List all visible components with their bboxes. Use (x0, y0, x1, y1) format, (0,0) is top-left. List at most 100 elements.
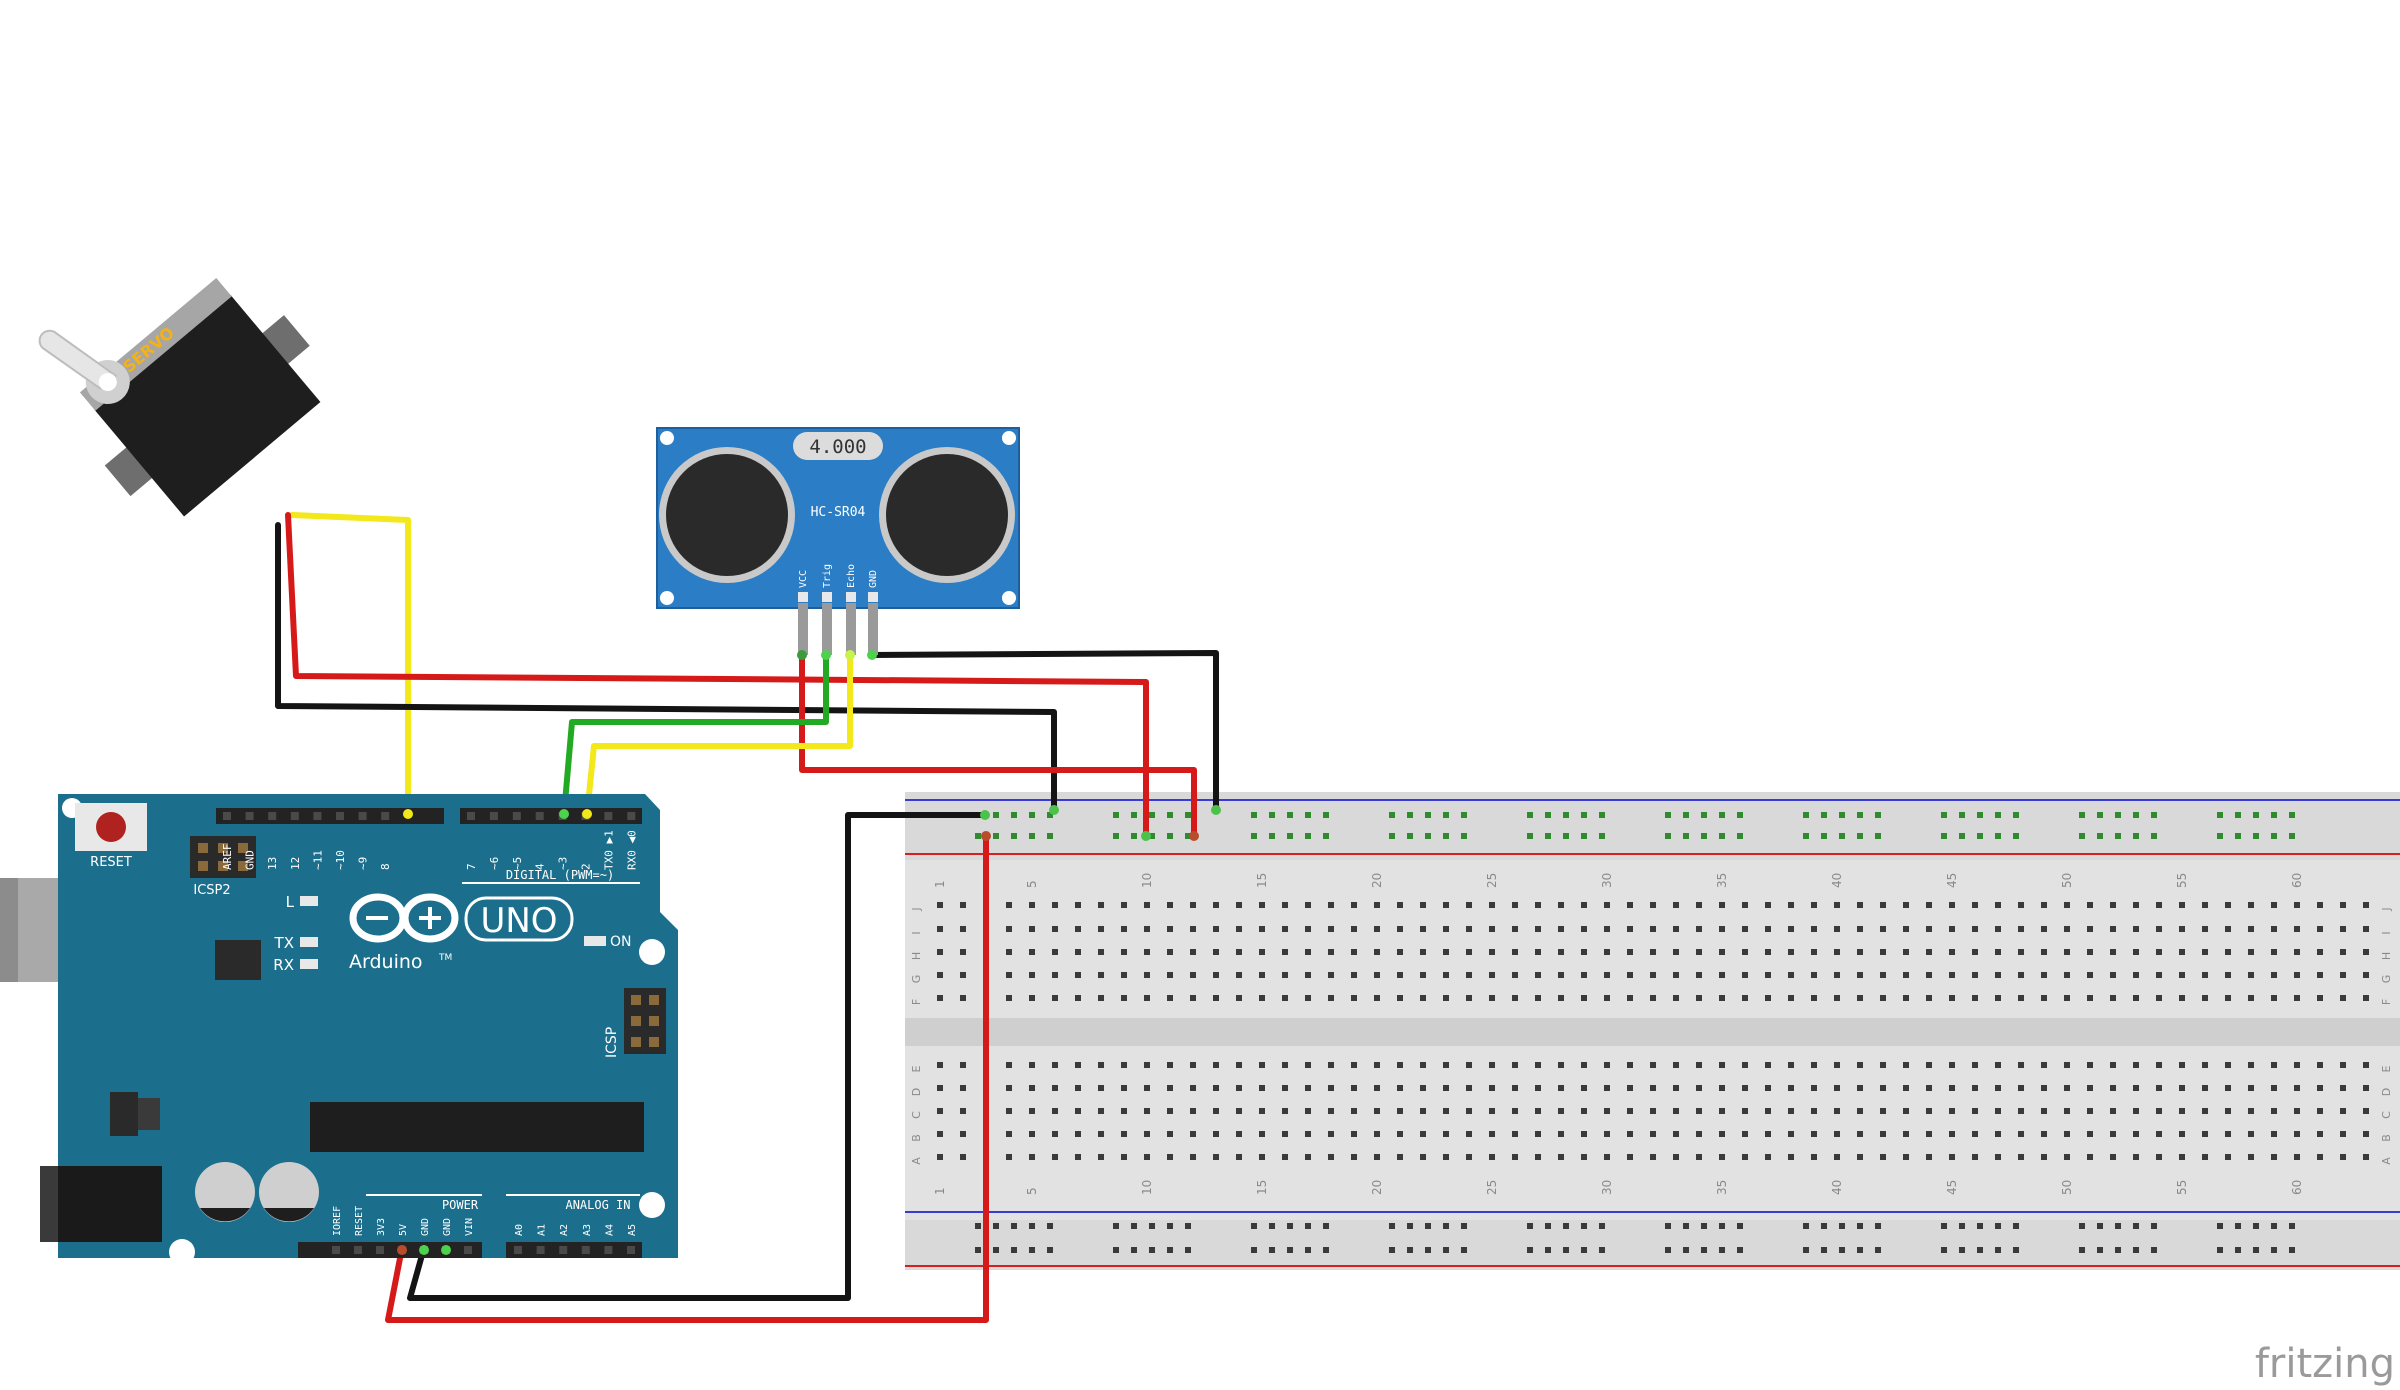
breadboard-hole (1190, 995, 1196, 1001)
breadboard-hole (1972, 1154, 1978, 1160)
row-letter: E (2380, 1065, 2393, 1072)
rail-hole (2217, 833, 2223, 839)
breadboard-hole (1811, 1085, 1817, 1091)
rail-hole (1113, 1223, 1119, 1229)
digital-pin-label: ~11 (311, 850, 324, 870)
breadboard-hole (1535, 1131, 1541, 1137)
column-number: 60 (2290, 873, 2304, 888)
breadboard-hole (1949, 1131, 1955, 1137)
rail-hole (1683, 812, 1689, 818)
rail-hole (1461, 1223, 1467, 1229)
rail-hole (1029, 1223, 1035, 1229)
rail-hole (1323, 833, 1329, 839)
column-number: 1 (933, 880, 947, 888)
breadboard-hole (1236, 1108, 1242, 1114)
breadboard-hole (1236, 949, 1242, 955)
breadboard-hole (1006, 1131, 1012, 1137)
breadboard-hole (1167, 949, 1173, 955)
breadboard-hole (2156, 949, 2162, 955)
breadboard-hole (1995, 995, 2001, 1001)
rail-hole (1959, 812, 1965, 818)
breadboard-hole (1995, 1131, 2001, 1137)
rail-hole (2217, 1223, 2223, 1229)
breadboard-hole (1489, 926, 1495, 932)
breadboard-hole (1788, 1131, 1794, 1137)
analog-pin (604, 1246, 613, 1254)
breadboard-hole (1604, 1085, 1610, 1091)
breadboard-hole (1420, 949, 1426, 955)
breadboard-hole (2087, 949, 2093, 955)
pin-label-gnd: GND (868, 570, 879, 588)
breadboard-hole (1466, 926, 1472, 932)
breadboard-hole (960, 995, 966, 1001)
breadboard-hole (2317, 995, 2323, 1001)
breadboard-hole (2294, 926, 2300, 932)
breadboard-hole (2363, 972, 2369, 978)
breadboard-hole (1236, 972, 1242, 978)
breadboard-hole (1374, 949, 1380, 955)
breadboard-hole (1259, 949, 1265, 955)
breadboard-hole (1489, 1154, 1495, 1160)
breadboard-hole (1604, 1131, 1610, 1137)
rail-hole (1737, 1223, 1743, 1229)
breadboard-hole (1144, 1062, 1150, 1068)
breadboard-hole (1926, 995, 1932, 1001)
breadboard-hole (2340, 1154, 2346, 1160)
breadboard-hole (1719, 1131, 1725, 1137)
breadboard-hole (1949, 1062, 1955, 1068)
rail-hole (2151, 1247, 2157, 1253)
breadboard-hole (1765, 1062, 1771, 1068)
breadboard-hole (1351, 1062, 1357, 1068)
breadboard-hole (1305, 995, 1311, 1001)
breadboard-hole (1558, 1085, 1564, 1091)
breadboard-hole (1811, 902, 1817, 908)
breadboard-hole (1765, 1131, 1771, 1137)
breadboard-hole (2018, 902, 2024, 908)
row-letter: I (910, 931, 923, 934)
breadboard-hole (1972, 1131, 1978, 1137)
breadboard-hole (1236, 1154, 1242, 1160)
breadboard-hole (1627, 902, 1633, 908)
rail-hole (1425, 1223, 1431, 1229)
wire-servo-signal (289, 512, 411, 817)
breadboard-hole (2156, 1085, 2162, 1091)
breadboard-hole (1397, 995, 1403, 1001)
breadboard-hole (1236, 1062, 1242, 1068)
capacitors (195, 1162, 319, 1222)
breadboard-hole (2225, 1062, 2231, 1068)
breadboard-hole (1995, 949, 2001, 955)
breadboard-hole (1397, 1085, 1403, 1091)
analog-label: ANALOG IN (565, 1198, 630, 1212)
power-pin (464, 1246, 472, 1254)
breadboard-hole (1972, 902, 1978, 908)
breadboard-hole (1466, 972, 1472, 978)
breadboard-hole (1190, 902, 1196, 908)
breadboard-hole (1052, 1131, 1058, 1137)
breadboard-hole (1972, 1085, 1978, 1091)
breadboard-hole (1719, 902, 1725, 908)
breadboard-hole (1696, 926, 1702, 932)
breadboard-hole (1880, 1154, 1886, 1160)
breadboard-hole (1144, 1131, 1150, 1137)
breadboard-hole (2018, 972, 2024, 978)
row-letter: C (910, 1111, 923, 1119)
rail-hole (1047, 812, 1053, 818)
breadboard-hole (2110, 902, 2116, 908)
rail-hole (1443, 812, 1449, 818)
rail-hole (1599, 812, 1605, 818)
led-rx (300, 959, 318, 969)
breadboard-hole (1397, 1154, 1403, 1160)
breadboard-hole (1190, 1062, 1196, 1068)
breadboard-hole (2294, 1085, 2300, 1091)
breadboard-hole (1052, 1062, 1058, 1068)
breadboard-hole (2340, 926, 2346, 932)
breadboard-hole (1236, 995, 1242, 1001)
wire-joints (980, 805, 1221, 841)
rail-hole (1149, 833, 1155, 839)
breadboard-hole (1098, 1085, 1104, 1091)
breadboard-hole (1972, 995, 1978, 1001)
breadboard-hole (960, 902, 966, 908)
breadboard-hole (1788, 995, 1794, 1001)
breadboard-hole (1075, 926, 1081, 932)
